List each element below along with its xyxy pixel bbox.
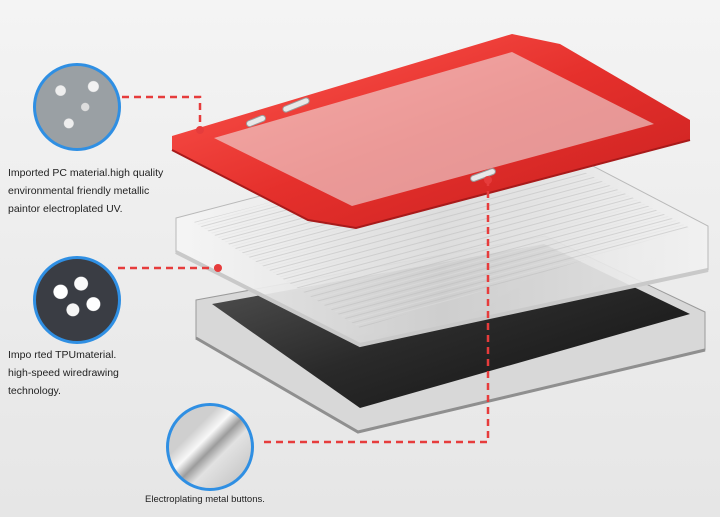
frame-button	[282, 97, 310, 113]
leader-line-pc	[122, 95, 202, 130]
tpu-material-badge	[33, 256, 121, 344]
red-bumper-frame	[171, 34, 691, 230]
frame-button	[470, 168, 496, 182]
pc-material-caption: Imported PC material.high quality enviro…	[8, 167, 164, 215]
leader-lines	[118, 95, 490, 444]
pc-material-badge	[33, 63, 121, 151]
metal-buttons-caption: Electroplating metal buttons.	[145, 494, 265, 505]
tpu-material-caption: Impo rted TPUmaterial. high-speed wiredr…	[8, 349, 119, 397]
clear-tpu-case	[175, 127, 709, 348]
leader-line-buttons	[264, 180, 490, 444]
metal-button-badge	[166, 403, 254, 491]
frame-button	[246, 114, 266, 128]
